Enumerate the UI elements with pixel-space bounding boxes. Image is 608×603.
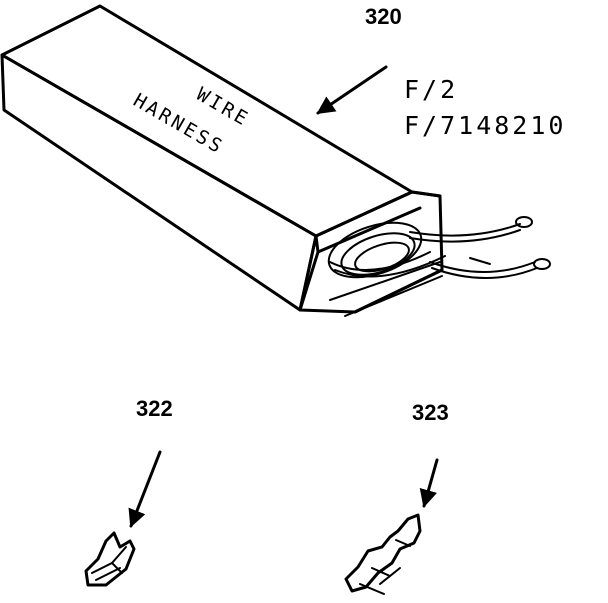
arrow-322: [128, 450, 162, 528]
callout-320: 320: [365, 4, 402, 29]
part-code-line2: F/7148210: [404, 111, 566, 140]
arrow-320: [316, 65, 388, 115]
box-label: WIRE HARNESS: [130, 83, 254, 159]
terminal-323: [344, 513, 422, 595]
wire-harness-box: [0, 4, 551, 317]
terminal-322: [84, 531, 136, 587]
coiled-wires: [327, 221, 446, 279]
callout-322: 322: [136, 396, 173, 421]
part-code-line1: F/2: [404, 75, 458, 104]
wire-leads: [409, 216, 551, 279]
arrow-323: [419, 458, 439, 508]
callout-323: 323: [412, 400, 449, 425]
